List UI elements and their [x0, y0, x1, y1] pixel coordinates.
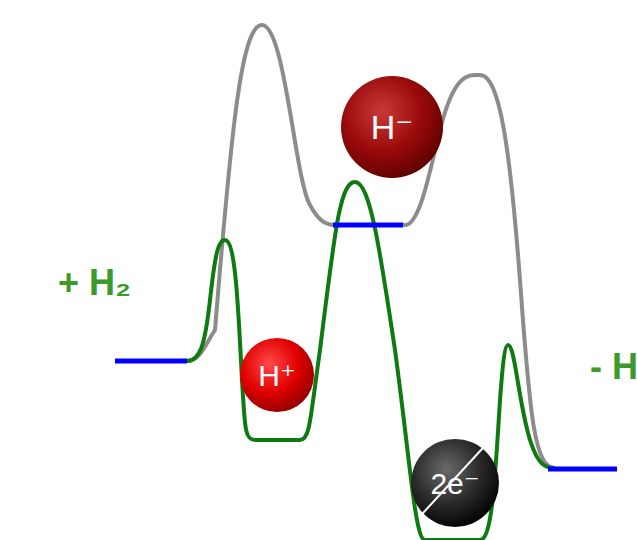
species-label: H⁻ [371, 107, 414, 147]
reaction-label: - H [590, 346, 637, 388]
energy-level [333, 223, 403, 228]
energy-level [115, 359, 187, 364]
sphere-label-wrap: H⁺ [239, 337, 315, 413]
proton-sphere: H⁺ [239, 337, 315, 413]
hydride-sphere: H⁻ [340, 75, 444, 179]
sphere-label-wrap: H⁻ [340, 75, 444, 179]
sphere-fill [411, 439, 499, 527]
sphere-fill [341, 76, 443, 178]
energy-level [548, 467, 617, 472]
electron-pair-sphere: 2e⁻ [410, 438, 500, 528]
species-label: H⁺ [258, 358, 296, 393]
green-pathway [187, 182, 555, 540]
species-label: 2e⁻ [430, 466, 479, 501]
sphere-fill [240, 338, 314, 412]
split-line [421, 447, 484, 515]
reaction-label: + H₂ [58, 262, 131, 304]
sphere-label-wrap: 2e⁻ [410, 438, 500, 528]
